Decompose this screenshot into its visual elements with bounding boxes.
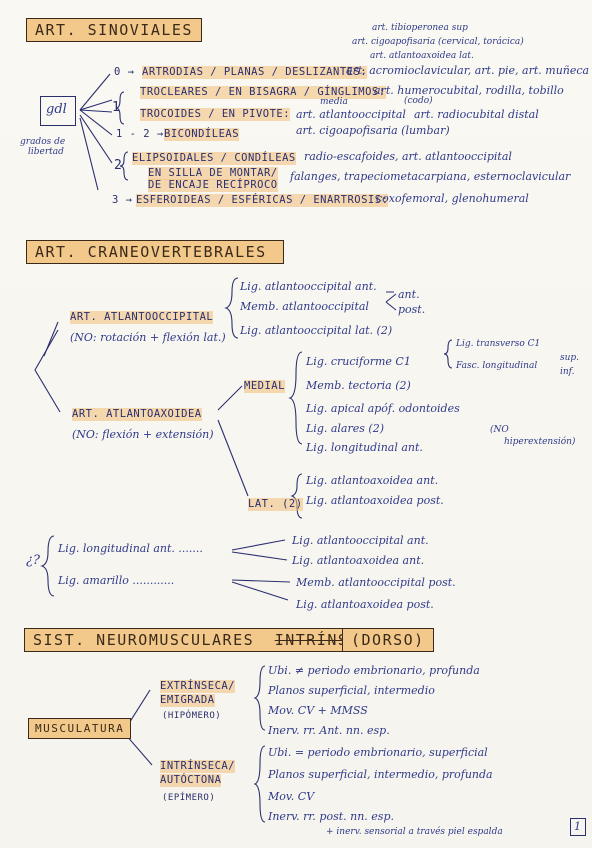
lat-item: Lig. atlantoaxoidea post. xyxy=(306,494,444,507)
section-title-dorso: (DORSO) xyxy=(342,628,434,652)
note-line: art. tibioperonea sup xyxy=(372,23,468,33)
ao-note: (NO: rotación + flexión lat.) xyxy=(70,331,226,344)
inf-label: inf. xyxy=(560,367,575,377)
ao-item: Memb. atlantooccipital xyxy=(240,300,369,313)
ext-item: Mov. CV + MMSS xyxy=(268,704,368,717)
ext-item: Inerv. rr. Ant. nn. esp. xyxy=(268,724,390,737)
medial-item: Lig. alares (2) xyxy=(306,422,384,435)
ext-label: EXTRÍNSECA/ xyxy=(160,680,236,693)
no-hyper: hiperextensión) xyxy=(504,437,576,447)
lat-item: Lig. atlantoaxoidea ant. xyxy=(306,474,439,487)
row-12-example: art. cigoapofisaria (lumbar) xyxy=(296,124,450,137)
row-1b-label: TROCOIDES / EN PIVOTE: xyxy=(140,108,291,121)
row-2b-example: falanges, trapeciometacarpiana, esternoc… xyxy=(290,170,571,183)
media-note: media xyxy=(320,97,348,107)
row-2a-example: radio-escafoides, art. atlantooccipital xyxy=(304,150,512,163)
int-sub: (EPÍMERO) xyxy=(162,793,216,803)
row-3-example: coxofemoral, glenohumeral xyxy=(376,192,529,205)
cruc-sub: Fasc. longitudinal xyxy=(456,361,538,371)
medial-label: MEDIAL xyxy=(244,380,285,393)
row-2a-label: ELIPSOIDALES / CONDÍLEAS xyxy=(132,152,296,165)
section-title-sinoviales: ART. SINOVIALES xyxy=(26,18,202,42)
medial-item: Lig. longitudinal ant. xyxy=(306,441,423,454)
ao-post: post. xyxy=(398,303,426,316)
row-1b-example: art. atlantooccipital xyxy=(296,108,406,121)
musculatura-box: MUSCULATURA xyxy=(28,718,132,739)
lig-right: Lig. atlantooccipital ant. xyxy=(292,534,429,547)
row-2-num: 2 xyxy=(114,158,123,173)
gdl-caption: grados de xyxy=(20,137,66,147)
medial-item: Lig. apical apóf. odontoides xyxy=(306,402,460,415)
row-3-label: ESFEROIDEAS / ESFÉRICAS / ENARTROSIS: xyxy=(136,194,389,207)
ext-label: EMIGRADA xyxy=(160,694,215,707)
ext-item: Ubi. ≠ periodo embrionario, profunda xyxy=(268,664,480,677)
ao-item: Lig. atlantooccipital ant. xyxy=(240,280,377,293)
page-number-box xyxy=(570,818,586,836)
ext-sub: (HIPÓMERO) xyxy=(162,711,222,721)
int-item: Mov. CV xyxy=(268,790,315,803)
lig-right: Memb. atlantooccipital post. xyxy=(296,576,456,589)
row-1a-label: TROCLEARES / EN BISAGRA / GÍNGLIMOS: xyxy=(140,86,386,99)
row-0-num: 0 → xyxy=(114,66,135,78)
note-line: art. cigoapofisaria (cervical, torácica) xyxy=(352,37,524,47)
int-note: + inerv. sensorial a través piel espalda xyxy=(326,827,503,837)
row-1a-example: art. humerocubital, rodilla, tobillo xyxy=(374,84,564,97)
section-title-craneovertebrales: ART. CRANEOVERTEBRALES xyxy=(26,240,284,264)
codo-note: (codo) xyxy=(404,96,433,106)
ext-item: Planos superficial, intermedio xyxy=(268,684,435,697)
row-3-num: 3 → xyxy=(112,194,133,206)
cruc-sub: Lig. transverso C1 xyxy=(456,339,541,349)
gdl-caption: libertad xyxy=(28,147,64,157)
int-label: AUTÓCTONA xyxy=(160,774,222,787)
row-1-num: 1 xyxy=(112,100,121,115)
ao-label: ART. ATLANTOOCCIPITAL xyxy=(70,311,214,324)
row-0-label: ARTRODIAS / PLANAS / DESLIZANTES: xyxy=(142,66,368,79)
lig-right: Lig. atlantoaxoidea ant. xyxy=(292,554,425,567)
row-1b-example: art. radiocubital distal xyxy=(414,108,539,121)
gdl-box xyxy=(40,96,76,126)
int-label: INTRÍNSECA/ xyxy=(160,760,236,773)
aa-label: ART. ATLANTOAXOIDEA xyxy=(72,408,202,421)
medial-item: Memb. tectoria (2) xyxy=(306,379,411,392)
no-hyper: (NO xyxy=(490,425,509,435)
lig-left: Lig. amarillo ............ xyxy=(58,574,175,587)
gdl-label: gdl xyxy=(46,102,67,117)
row-0-example: art. acromioclavicular, art. pie, art. m… xyxy=(346,64,590,77)
int-item: Inerv. rr. post. nn. esp. xyxy=(268,810,394,823)
sup-label: sup. xyxy=(560,353,580,363)
page-number: 1 xyxy=(574,820,581,833)
medial-item: Lig. cruciforme C1 xyxy=(306,355,411,368)
row-12-label: BICONDÍLEAS xyxy=(164,128,240,141)
row-12-num: 1 - 2 → xyxy=(116,128,164,140)
ao-item: Lig. atlantooccipital lat. (2) xyxy=(240,324,393,337)
int-item: Ubi. = periodo embrionario, superficial xyxy=(268,746,488,759)
aa-note: (NO: flexión + extensión) xyxy=(72,428,214,441)
lig-right: Lig. atlantoaxoidea post. xyxy=(296,598,434,611)
note-line: art. atlantoaxoidea lat. xyxy=(370,51,474,61)
title-part: SIST. NEUROMUSCULARES xyxy=(33,631,255,649)
lig-left: Lig. longitudinal ant. ....... xyxy=(58,542,203,555)
row-2b-label: DE ENCAJE RECÍPROCO xyxy=(148,179,278,192)
question-mark: ¿? xyxy=(26,553,40,568)
lat-label: LAT. (2) xyxy=(248,498,303,511)
ao-ant: ant. xyxy=(398,288,420,301)
int-item: Planos superficial, intermedio, profunda xyxy=(268,768,493,781)
row-2b-label: EN SILLA DE MONTAR/ xyxy=(148,167,278,180)
